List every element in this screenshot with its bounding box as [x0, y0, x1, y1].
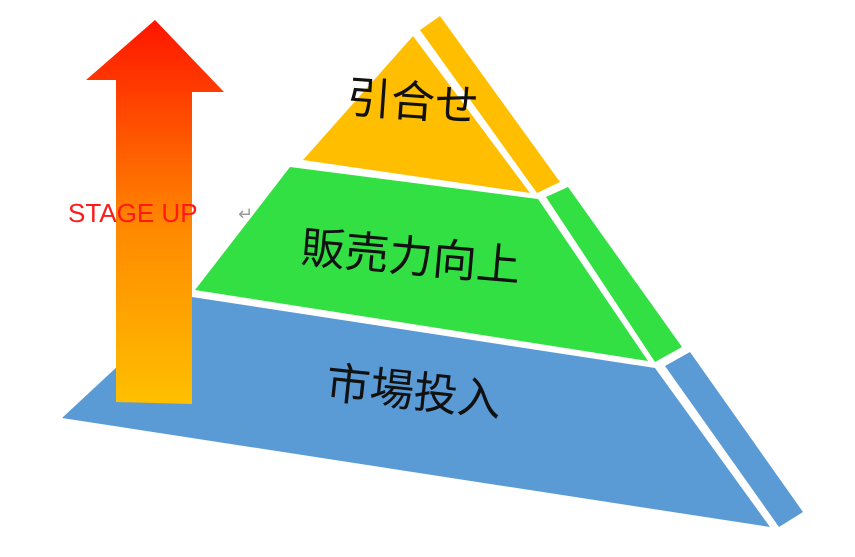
tier-top-front-face	[303, 36, 530, 193]
tier-top-side-face	[420, 16, 560, 193]
tier-bottom-front-face	[62, 297, 770, 527]
tier-middle-front-face	[195, 167, 648, 361]
return-mark-icon: ↵	[238, 204, 253, 225]
tier-bottom	[62, 297, 803, 527]
tier-top	[303, 16, 560, 193]
tier-top-label: 引合せ	[345, 72, 480, 132]
tier-middle-side-face	[546, 187, 682, 362]
stage-up-arrow	[86, 20, 224, 404]
arrow-shape	[86, 20, 224, 404]
stage-up-label: STAGE UP	[68, 198, 198, 228]
tier-middle	[195, 167, 682, 362]
tier-bottom-side-face	[665, 352, 803, 527]
